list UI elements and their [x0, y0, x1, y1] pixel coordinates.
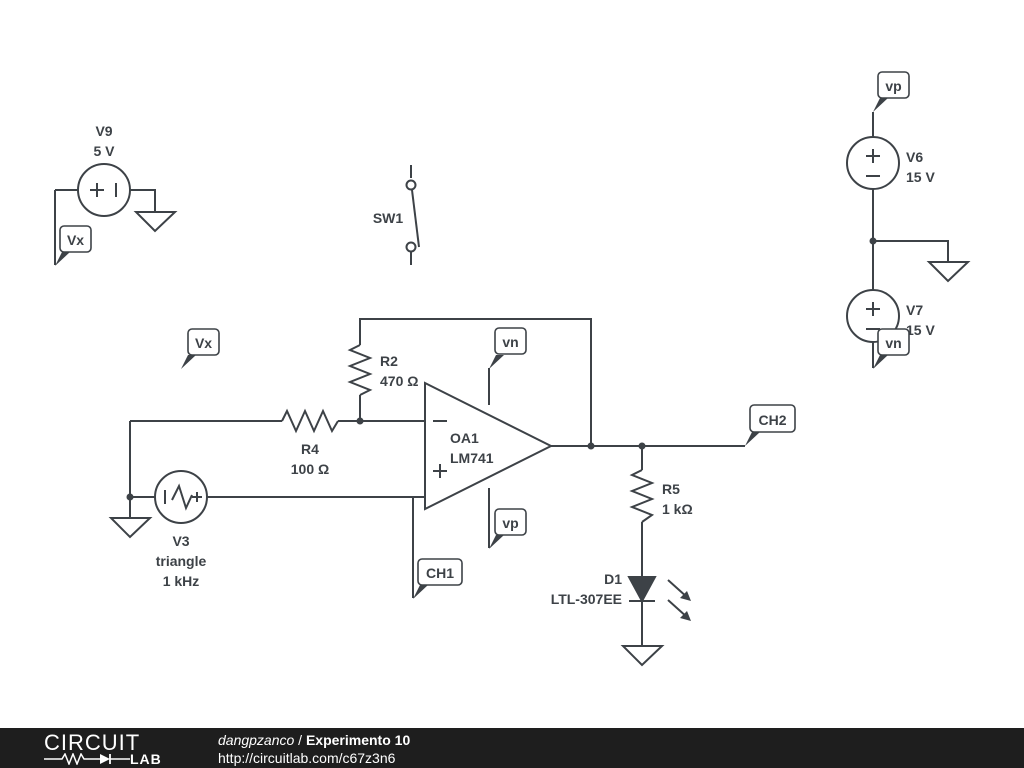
- v6-value-label: 15 V: [906, 169, 935, 185]
- v9-name-label: V9: [95, 123, 112, 139]
- junction-dot: [869, 237, 877, 245]
- credits-separator: /: [294, 732, 306, 748]
- net-tag-vn-opamp[interactable]: vn: [489, 327, 527, 369]
- net-tag-vp-top-label: vp: [885, 78, 901, 94]
- oa1-name-label: OA1: [450, 430, 479, 446]
- r5-name-label: R5: [662, 481, 680, 497]
- d1-value-label: LTL-307EE: [551, 591, 622, 607]
- net-tag-vn-v7[interactable]: vn: [873, 328, 910, 369]
- net-tag-vp-top[interactable]: vp: [873, 71, 910, 112]
- net-tag-vx-v9[interactable]: Vx: [55, 225, 92, 266]
- d1-name-label: D1: [604, 571, 622, 587]
- sw1-name-label: SW1: [373, 210, 404, 226]
- v6-name-label: V6: [906, 149, 923, 165]
- circuit-wires: [129, 318, 745, 646]
- net-tag-ch2[interactable]: CH2: [745, 404, 796, 446]
- v7-name-label: V7: [906, 302, 923, 318]
- led-light-arrows-icon: [667, 579, 691, 621]
- schematic-canvas: V9 5 V Vx SW1 vp V6 15 V V7 15 V: [54, 71, 971, 667]
- oa1-value-label: LM741: [450, 450, 494, 466]
- circuitlab-logo[interactable]: CIRCUIT LAB: [44, 732, 176, 766]
- net-tag-vx-free[interactable]: Vx: [181, 328, 220, 369]
- sw1-switch[interactable]: [405, 165, 420, 265]
- net-tag-vn-opamp-label: vn: [502, 334, 518, 350]
- footer-bar: CIRCUIT LAB dangpzanco / Experimento 10 …: [0, 728, 1024, 768]
- r4-resistor[interactable]: [281, 408, 339, 434]
- junction-dot: [126, 493, 134, 501]
- circuit-url-link[interactable]: http://circuitlab.com/c67z3n6: [218, 750, 396, 766]
- net-tag-vp-opamp[interactable]: vp: [489, 508, 527, 549]
- junction-dot: [638, 442, 646, 450]
- net-tag-vn-v7-label: vn: [885, 335, 901, 351]
- r2-name-label: R2: [380, 353, 398, 369]
- net-tag-ch1[interactable]: CH1: [413, 558, 463, 599]
- v3-frequency-label: 1 kHz: [163, 573, 200, 589]
- r4-name-label: R4: [301, 441, 319, 457]
- junction-dot: [587, 442, 595, 450]
- net-tag-ch2-label: CH2: [758, 412, 786, 428]
- d1-led[interactable]: [627, 576, 657, 604]
- net-tag-vp-opamp-label: vp: [502, 515, 518, 531]
- v3-name-label: V3: [172, 533, 189, 549]
- r5-value-label: 1 kΩ: [662, 501, 693, 517]
- v7-value-label: 15 V: [906, 322, 935, 338]
- v6-ground-icon: [926, 261, 971, 283]
- net-tag-ch1-label: CH1: [426, 565, 454, 581]
- net-tag-vx-v9-label: Vx: [67, 232, 84, 248]
- logo-resistor-diode-icon: [44, 753, 130, 765]
- r4-value-label: 100 Ω: [291, 461, 329, 477]
- v9-ground-icon: [133, 211, 178, 233]
- v9-source[interactable]: [54, 163, 156, 265]
- junction-dot: [356, 417, 364, 425]
- credits: dangpzanco / Experimento 10 http://circu…: [218, 731, 410, 767]
- net-tag-vx-free-label: Vx: [195, 335, 212, 351]
- v6-source[interactable]: [846, 136, 900, 190]
- circuit-title: Experimento 10: [305, 732, 411, 748]
- logo-lab-text: LAB: [130, 751, 162, 767]
- author-link[interactable]: dangpzanco: [218, 732, 295, 748]
- v3-value-label: triangle: [156, 553, 207, 569]
- led-ground-icon: [620, 645, 665, 667]
- r2-value-label: 470 Ω: [380, 373, 418, 389]
- v9-value-label: 5 V: [93, 143, 115, 159]
- v3-triangle-source[interactable]: [154, 470, 208, 524]
- r5-resistor[interactable]: [629, 469, 655, 523]
- oa1-opamp[interactable]: [424, 381, 554, 511]
- logo-circuit-text: CIRCUIT: [44, 730, 141, 755]
- r2-resistor[interactable]: [347, 344, 373, 396]
- left-ground-icon: [108, 517, 153, 539]
